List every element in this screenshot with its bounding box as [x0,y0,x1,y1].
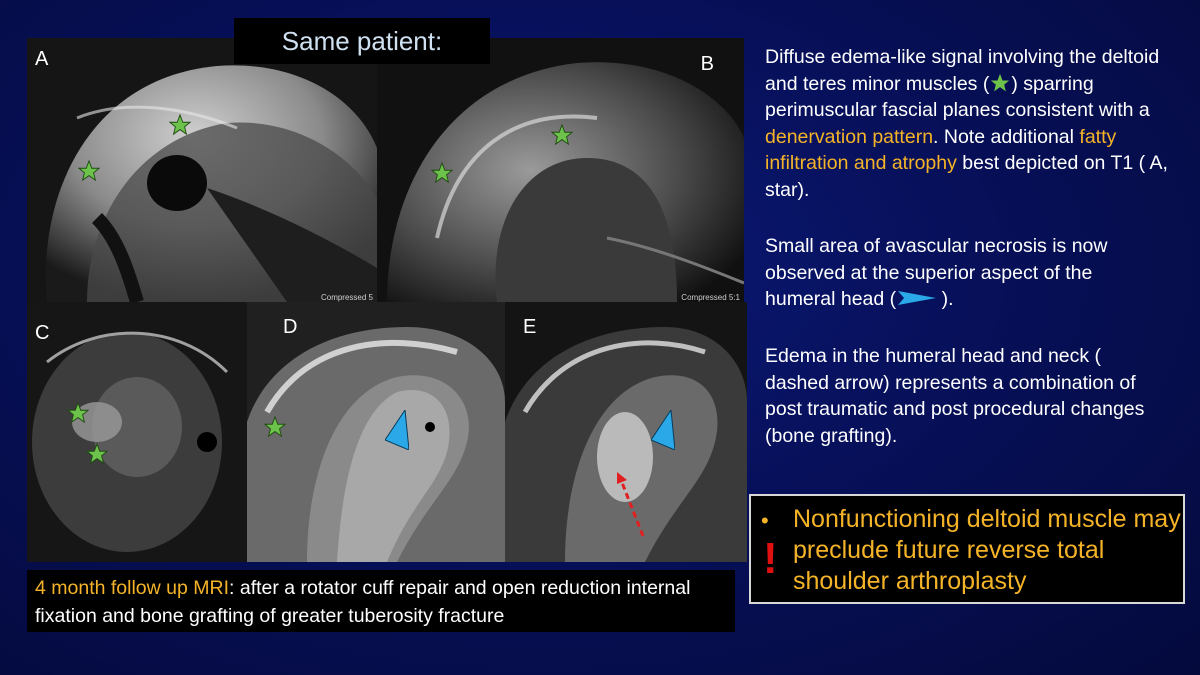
compression-note-b: Compressed 5:1 [681,293,740,302]
findings-paragraph-1: Diffuse edema-like signal involving the … [765,46,1168,201]
mri-image-b [377,38,744,302]
panel-c-label: C [35,322,50,344]
panel-d-label: D [283,316,298,338]
panel-e-label: E [523,316,537,338]
green-star-icon [551,124,573,146]
mri-panel-c: C [27,302,247,562]
caption-text: : after a rotator cuff repair and open r… [35,577,691,627]
panel-b-label: B [700,53,714,75]
green-star-icon [991,73,1010,91]
mri-image-a [27,38,377,302]
mri-image-c [27,302,247,562]
blue-arrowhead-icon [651,410,675,450]
green-star-icon [169,114,191,136]
green-star-icon [78,160,100,182]
findings-paragraph-2: Small area of avascular necrosis is now … [765,235,1108,310]
green-star-icon [431,162,453,184]
mri-panel-b: B Compressed 5:1 [377,38,744,302]
mri-panel-a: A Compressed 5 [27,38,377,302]
blue-arrowhead-icon [385,410,409,450]
red-dashed-arrow-icon [617,472,645,537]
compression-note-a: Compressed 5 [320,293,373,302]
same-patient-label: Same patient: [234,18,490,64]
blue-arrowhead-icon [898,291,937,305]
mri-panel-d: D [247,302,505,562]
mri-panel-e: E [505,302,747,562]
green-star-icon [264,416,286,438]
mri-image-d [247,302,505,562]
green-star-icon [86,443,108,465]
green-star-icon [67,402,89,424]
panel-a-label: A [35,48,49,70]
warning-text: Nonfunctioning deltoid muscle may preclu… [793,505,1181,595]
mri-image-e [505,302,747,562]
findings-paragraph-3: Edema in the humeral head and neck ( das… [765,345,1145,447]
warning-bullet: • [761,508,769,533]
caption-highlight: 4 month follow up MRI [35,577,230,599]
followup-caption: 4 month follow up MRI: after a rotator c… [27,570,735,632]
exclamation-icon: ! [763,534,778,583]
warning-box: • ! Nonfunctioning deltoid muscle may pr… [749,494,1185,604]
